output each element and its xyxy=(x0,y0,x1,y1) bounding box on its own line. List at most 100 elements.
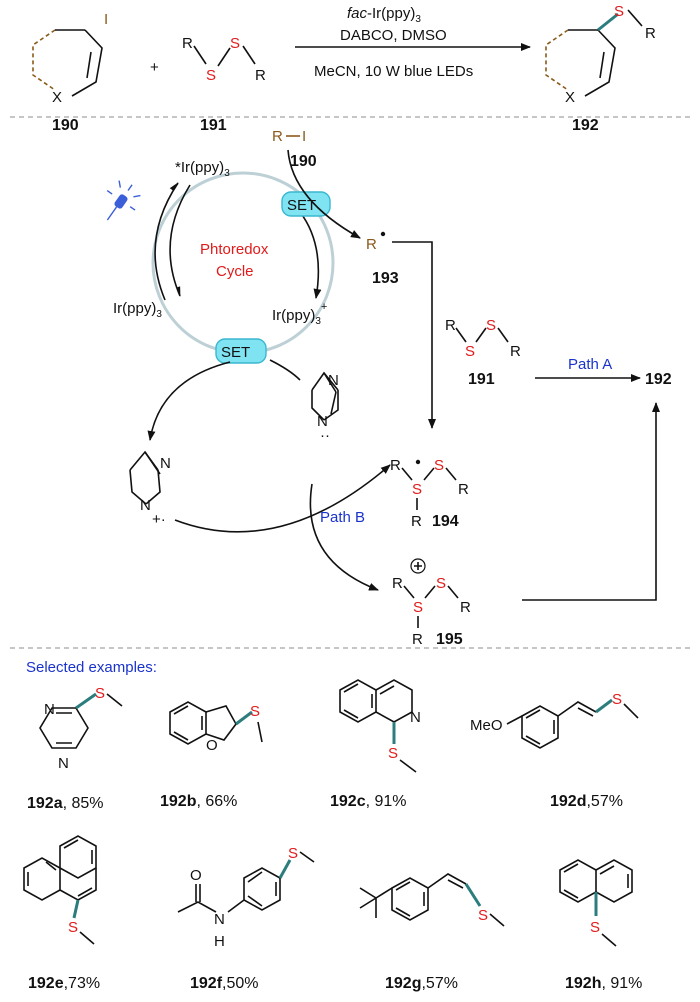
example-192d-structure: MeO S xyxy=(470,691,639,749)
example-192a-label: 192a, 85% xyxy=(27,795,104,812)
methoxy-group: MeO xyxy=(470,717,503,734)
r-group: R xyxy=(510,343,521,360)
example-192g-label: 192g,57% xyxy=(385,975,458,992)
base-solvent-text: DABCO, DMSO xyxy=(340,27,447,44)
excitation-arrow xyxy=(154,182,179,301)
r-group: R xyxy=(392,575,403,592)
r-group: R xyxy=(645,25,656,42)
radical-dot xyxy=(380,231,386,237)
example-192a-structure: N N S xyxy=(39,685,123,772)
reactant-190-structure: I X 190 xyxy=(32,11,108,134)
example-192e-structure: S xyxy=(23,835,97,945)
conditions-text: MeCN, 10 W blue LEDs xyxy=(314,63,473,80)
sulfur-atom: S xyxy=(478,907,488,924)
nitrogen-atom: N xyxy=(58,755,69,772)
hydrogen-atom: H xyxy=(214,933,225,950)
example-192f-structure: O N H S xyxy=(177,845,315,950)
ir-excited: *Ir(ppy)3 xyxy=(175,159,230,179)
sulfur-atom: S xyxy=(413,599,423,616)
set-label-top: SET xyxy=(287,197,316,214)
example-192h-label: 192h, 91% xyxy=(565,975,642,992)
disulfide-191-structure: R S S R 191 xyxy=(182,35,266,134)
r-group: R xyxy=(412,631,423,648)
radical-cation-mark: +· xyxy=(152,511,166,528)
nitrogen-atom: N xyxy=(214,911,225,928)
radical-r: R xyxy=(366,236,377,253)
sulfur-atom: S xyxy=(612,691,622,708)
example-192c-structure: N S xyxy=(339,679,421,773)
sulfur-atom: S xyxy=(412,481,422,498)
cation-label: 195 xyxy=(436,631,463,648)
oxidation-arrow xyxy=(299,211,322,299)
r-group: R xyxy=(458,481,469,498)
sulfur-atom: S xyxy=(590,919,600,936)
ri-r: R xyxy=(272,128,283,145)
dabco-oxidation-arrow xyxy=(147,361,231,441)
set-to-radical-arrow xyxy=(287,149,361,239)
catalyst-text: fac-Ir(ppy)3 xyxy=(347,5,421,25)
set-badge-top xyxy=(281,191,331,217)
light-bulb-icon xyxy=(106,180,141,221)
radical-dot xyxy=(415,459,421,465)
adduct-194-structure: R S S R R 194 xyxy=(390,457,469,530)
r-group: R xyxy=(411,513,422,530)
x-atom: X xyxy=(565,89,575,106)
cation-to-product-arrow xyxy=(522,402,660,601)
dabco-radical-cation-structure: N N +· xyxy=(129,450,171,528)
nitrogen-atom: N xyxy=(140,497,151,514)
radical-cation-return-arrow xyxy=(174,464,391,533)
product-192-structure: S R X 192 xyxy=(545,3,656,134)
radical-label: 193 xyxy=(372,270,399,287)
example-192c-label: 192c, 91% xyxy=(330,793,407,810)
return-arrow xyxy=(169,184,191,297)
example-192e-label: 192e,73% xyxy=(28,975,100,992)
example-192b-label: 192b, 66% xyxy=(160,793,237,810)
r-group: R xyxy=(182,35,193,52)
example-192f-label: 192f,50% xyxy=(190,975,259,992)
lone-pair: ·· xyxy=(320,427,330,444)
mechanism: Phtoredox Cycle *Ir(ppy)3 Ir(ppy)3 Ir(pp… xyxy=(106,128,672,648)
oxygen-atom: O xyxy=(206,737,218,754)
nitrogen-atom: N xyxy=(44,701,55,718)
r-group: R xyxy=(445,317,456,334)
plus-sign: + xyxy=(150,59,159,76)
set-label-bottom: SET xyxy=(221,344,250,361)
r-group: R xyxy=(460,599,471,616)
path-a-label: Path A xyxy=(568,356,612,373)
nitrogen-atom: N xyxy=(410,709,421,726)
dabco-feed-arrow xyxy=(269,359,301,381)
cation-195-structure: R S S R R 195 xyxy=(392,558,471,648)
set-badge-bottom xyxy=(215,338,267,364)
x-atom: X xyxy=(52,89,62,106)
overall-reaction: I X 190 + R S S R 191 fac-Ir(ppy)3 DABCO… xyxy=(32,3,656,134)
ir-oxidized: Ir(ppy)3+ xyxy=(272,301,327,327)
dabco-neutral-structure: N N ·· xyxy=(311,371,339,444)
sulfur-atom: S xyxy=(486,317,496,334)
sulfur-atom: S xyxy=(465,343,475,360)
ri-label: 190 xyxy=(290,153,317,170)
disulfide-label: 191 xyxy=(200,117,227,134)
radical-to-adduct-arrow xyxy=(392,241,436,429)
mechanism-disulfide-191: R S S R 191 xyxy=(445,317,521,388)
example-192b-structure: O S xyxy=(169,701,263,754)
iodine-atom: I xyxy=(104,11,108,28)
ri-i: I xyxy=(302,128,306,145)
sulfur-atom: S xyxy=(206,67,216,84)
sulfur-atom: S xyxy=(95,685,105,702)
cycle-label-line2: Cycle xyxy=(216,263,254,280)
mechanism-product-label: 192 xyxy=(645,371,672,388)
example-192d-label: 192d,57% xyxy=(550,793,623,810)
example-192h-structure: S xyxy=(559,859,633,947)
sulfur-atom: S xyxy=(436,575,446,592)
cycle-label-line1: Phtoredox xyxy=(200,241,269,258)
r-group: R xyxy=(390,457,401,474)
product-label: 192 xyxy=(572,117,599,134)
oxygen-atom: O xyxy=(190,867,202,884)
sulfur-atom: S xyxy=(68,919,78,936)
ir-ground: Ir(ppy)3 xyxy=(113,300,162,320)
examples-heading: Selected examples: xyxy=(26,659,157,676)
reactant-label: 190 xyxy=(52,117,79,134)
sulfur-atom: S xyxy=(614,3,624,20)
